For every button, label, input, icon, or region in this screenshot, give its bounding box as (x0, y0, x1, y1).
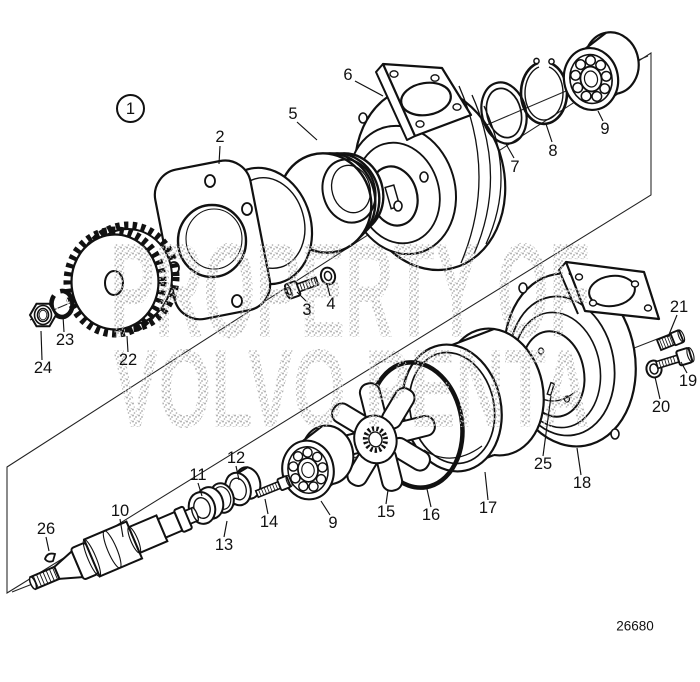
callout-25: 25 (534, 455, 552, 473)
part-impeller (326, 382, 436, 492)
callout-12: 12 (227, 449, 245, 467)
part-bolt-washer (319, 266, 337, 286)
part-spring-washer (49, 288, 75, 320)
callout-21: 21 (670, 298, 688, 316)
part-impeller-screw (254, 474, 293, 499)
callout-16: 16 (422, 506, 440, 524)
part-bearing-flange (153, 159, 314, 321)
callout-19: 19 (679, 372, 697, 390)
watermark-line1: PROPERTY OF (110, 215, 590, 366)
callout-20: 20 (652, 398, 670, 416)
drawing-number: 26680 (616, 619, 654, 634)
callout-22: 22 (119, 351, 137, 369)
figure-ref-label: 1 (126, 100, 135, 118)
part-roller-bearing-upper (555, 26, 647, 116)
callout-11: 11 (189, 466, 206, 484)
part-drive-gear (63, 221, 180, 338)
callout-10: 10 (111, 502, 129, 520)
part-socket-bolt (283, 276, 320, 300)
callout-23: 23 (56, 331, 74, 349)
part-pump-cover (503, 260, 661, 448)
callout-4: 4 (326, 295, 335, 313)
callout-7: 7 (510, 158, 519, 176)
part-plug (655, 329, 686, 352)
watermark-line2: VOLVO PENTA (113, 327, 590, 451)
part-key (44, 552, 57, 563)
callout-3: 3 (302, 301, 311, 319)
callout-2: 2 (215, 128, 224, 146)
callout-6: 6 (343, 66, 352, 84)
callout-15: 15 (377, 503, 395, 521)
callout-9a: 9 (600, 120, 609, 138)
callout-5: 5 (288, 105, 297, 123)
callout-9b: 9 (328, 514, 337, 532)
callout-18: 18 (573, 474, 591, 492)
part-shaft-nut (28, 302, 58, 328)
callout-17: 17 (479, 499, 497, 517)
callout-labels: 1 2 3 4 5 6 7 8 9 9 10 11 12 13 14 15 16… (34, 66, 697, 554)
part-cam-liner (401, 327, 545, 473)
callout-14: 14 (260, 513, 278, 531)
callout-13: 13 (215, 536, 233, 554)
part-circlip (519, 57, 569, 126)
part-pin (546, 381, 556, 397)
callout-24: 24 (34, 359, 52, 377)
watermark: PROPERTY OF VOLVO PENTA (110, 215, 590, 451)
part-o-ring (480, 81, 528, 145)
figure-ref-circle (116, 94, 145, 123)
part-pump-shaft (28, 505, 200, 591)
part-cover-screw (654, 346, 695, 370)
callout-26: 26 (37, 520, 55, 538)
callout-8: 8 (548, 142, 557, 160)
leader-lines (40, 80, 688, 552)
